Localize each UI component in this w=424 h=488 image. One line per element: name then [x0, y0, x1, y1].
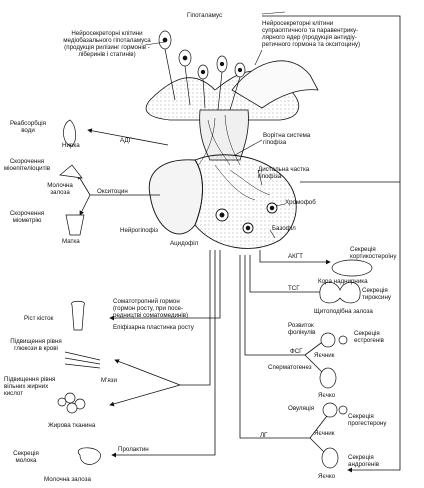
label-oxytocin: Окситоцин [97, 188, 128, 195]
ovary-sketch-1b [338, 335, 348, 345]
label-chromophobe: Хромофоб [285, 199, 316, 206]
label-myometrium-contraction: Скорочення міометрію [9, 210, 45, 224]
label-portal-system: Ворітна система гіпофіза [263, 132, 311, 146]
label-glucose-rise: Підвищення рівня глюкози в крові [10, 338, 62, 352]
label-basophil: Базофіл [272, 225, 296, 232]
label-mammary-gland-2: Молочна залоза [44, 476, 91, 483]
label-thyroxine-secretion: Секреція тироксину [362, 287, 392, 301]
label-fsh: ФСГ [290, 348, 303, 355]
label-adrenal-cortex: Кора наднирника [318, 278, 368, 285]
kidney-sketch [63, 119, 76, 147]
bone-sketch [71, 300, 85, 331]
label-tsh: ТСГ [288, 285, 300, 292]
label-mammary-gland: Молочна залоза [47, 182, 73, 196]
uterus-sketch [65, 214, 85, 236]
ovary-sketch-1 [320, 332, 336, 348]
testis-sketch-1 [319, 367, 337, 389]
label-uterus: Матка [62, 238, 80, 245]
label-acth: АКГТ [288, 253, 303, 260]
pituitary-gland [148, 154, 297, 249]
label-acidophil: Ацидофіл [170, 240, 199, 247]
label-milk-secretion: Секреція молока [13, 450, 39, 464]
label-epiphyseal-plate: Епіфізарна пластинка росту [113, 324, 194, 331]
label-testis-1: Яєчко [318, 392, 336, 399]
label-corticosteroid-secretion: Секреція кортикостероїну [350, 246, 397, 260]
label-estrogen-secretion: Секреція естрогенів [354, 330, 384, 344]
hypothalamus-shape [145, 60, 319, 121]
label-ovulation: Овуляція [288, 405, 315, 412]
thyroid-sketch [319, 282, 361, 304]
pituitary-stalk [199, 109, 249, 161]
muscle-sketch [64, 351, 101, 369]
label-adh: АДГ [120, 137, 132, 144]
ovary-sketch-2b [338, 405, 348, 415]
label-spermatogenesis: Сперматогенез [268, 364, 312, 371]
label-hypothalamus: Гіпоталамус [187, 12, 223, 19]
adrenal-sketch [331, 259, 373, 277]
label-ovary-1: Яєчник [314, 352, 335, 359]
label-distal-lobe: Дистальна частка гіпофіза [258, 166, 310, 180]
label-muscles: М'язи [101, 377, 117, 384]
label-supraoptic-cells: Нейросекреторні клітини супраоптичного т… [262, 20, 361, 48]
label-progesterone-secretion: Секреція прогестерону [348, 413, 387, 427]
neurosecretory-cells-mediobasal [158, 30, 246, 111]
label-kidney: Нирка [62, 142, 80, 149]
label-somatotropic-hormone: Соматотропний гормон (гормон росту, при … [113, 298, 189, 319]
label-neurohypophysis: Нейрогіпофіз [120, 227, 158, 234]
label-lh: ЛГ [260, 432, 268, 439]
adipose-sketch [57, 392, 86, 414]
label-fatty-acids-rise: Підвищення рівня вільних жирних кислот [4, 376, 56, 397]
organ-sketches [57, 119, 373, 469]
label-adipose-tissue: Жирова тканина [48, 422, 96, 429]
label-follicle-development: Розвиток фолікулів [288, 322, 316, 336]
label-prolactin: Пролактин [118, 446, 149, 453]
label-myoepithelial-contraction: Скорочення міоепітеліоцитів [3, 158, 51, 172]
leader-lines [144, 11, 286, 239]
label-thyroid: Щитоподібна залоза [314, 308, 373, 315]
mammary-sketch [59, 164, 83, 179]
ovary-sketch-2 [322, 402, 338, 418]
mammary-sketch-2 [77, 447, 101, 465]
testis-sketch-2 [321, 447, 339, 469]
label-androgen-secretion: Секреція андрогенів [348, 454, 379, 468]
label-mediobasal-cells: Нейросекреторні клітини медіобазального … [63, 30, 151, 58]
label-water-reabsorption: Реабсорбція води [9, 120, 47, 134]
label-ovary-2: Яєчник [314, 430, 335, 437]
label-bone-growth: Ріст кісток [24, 315, 54, 322]
label-testis-2: Яєчко [318, 473, 336, 480]
